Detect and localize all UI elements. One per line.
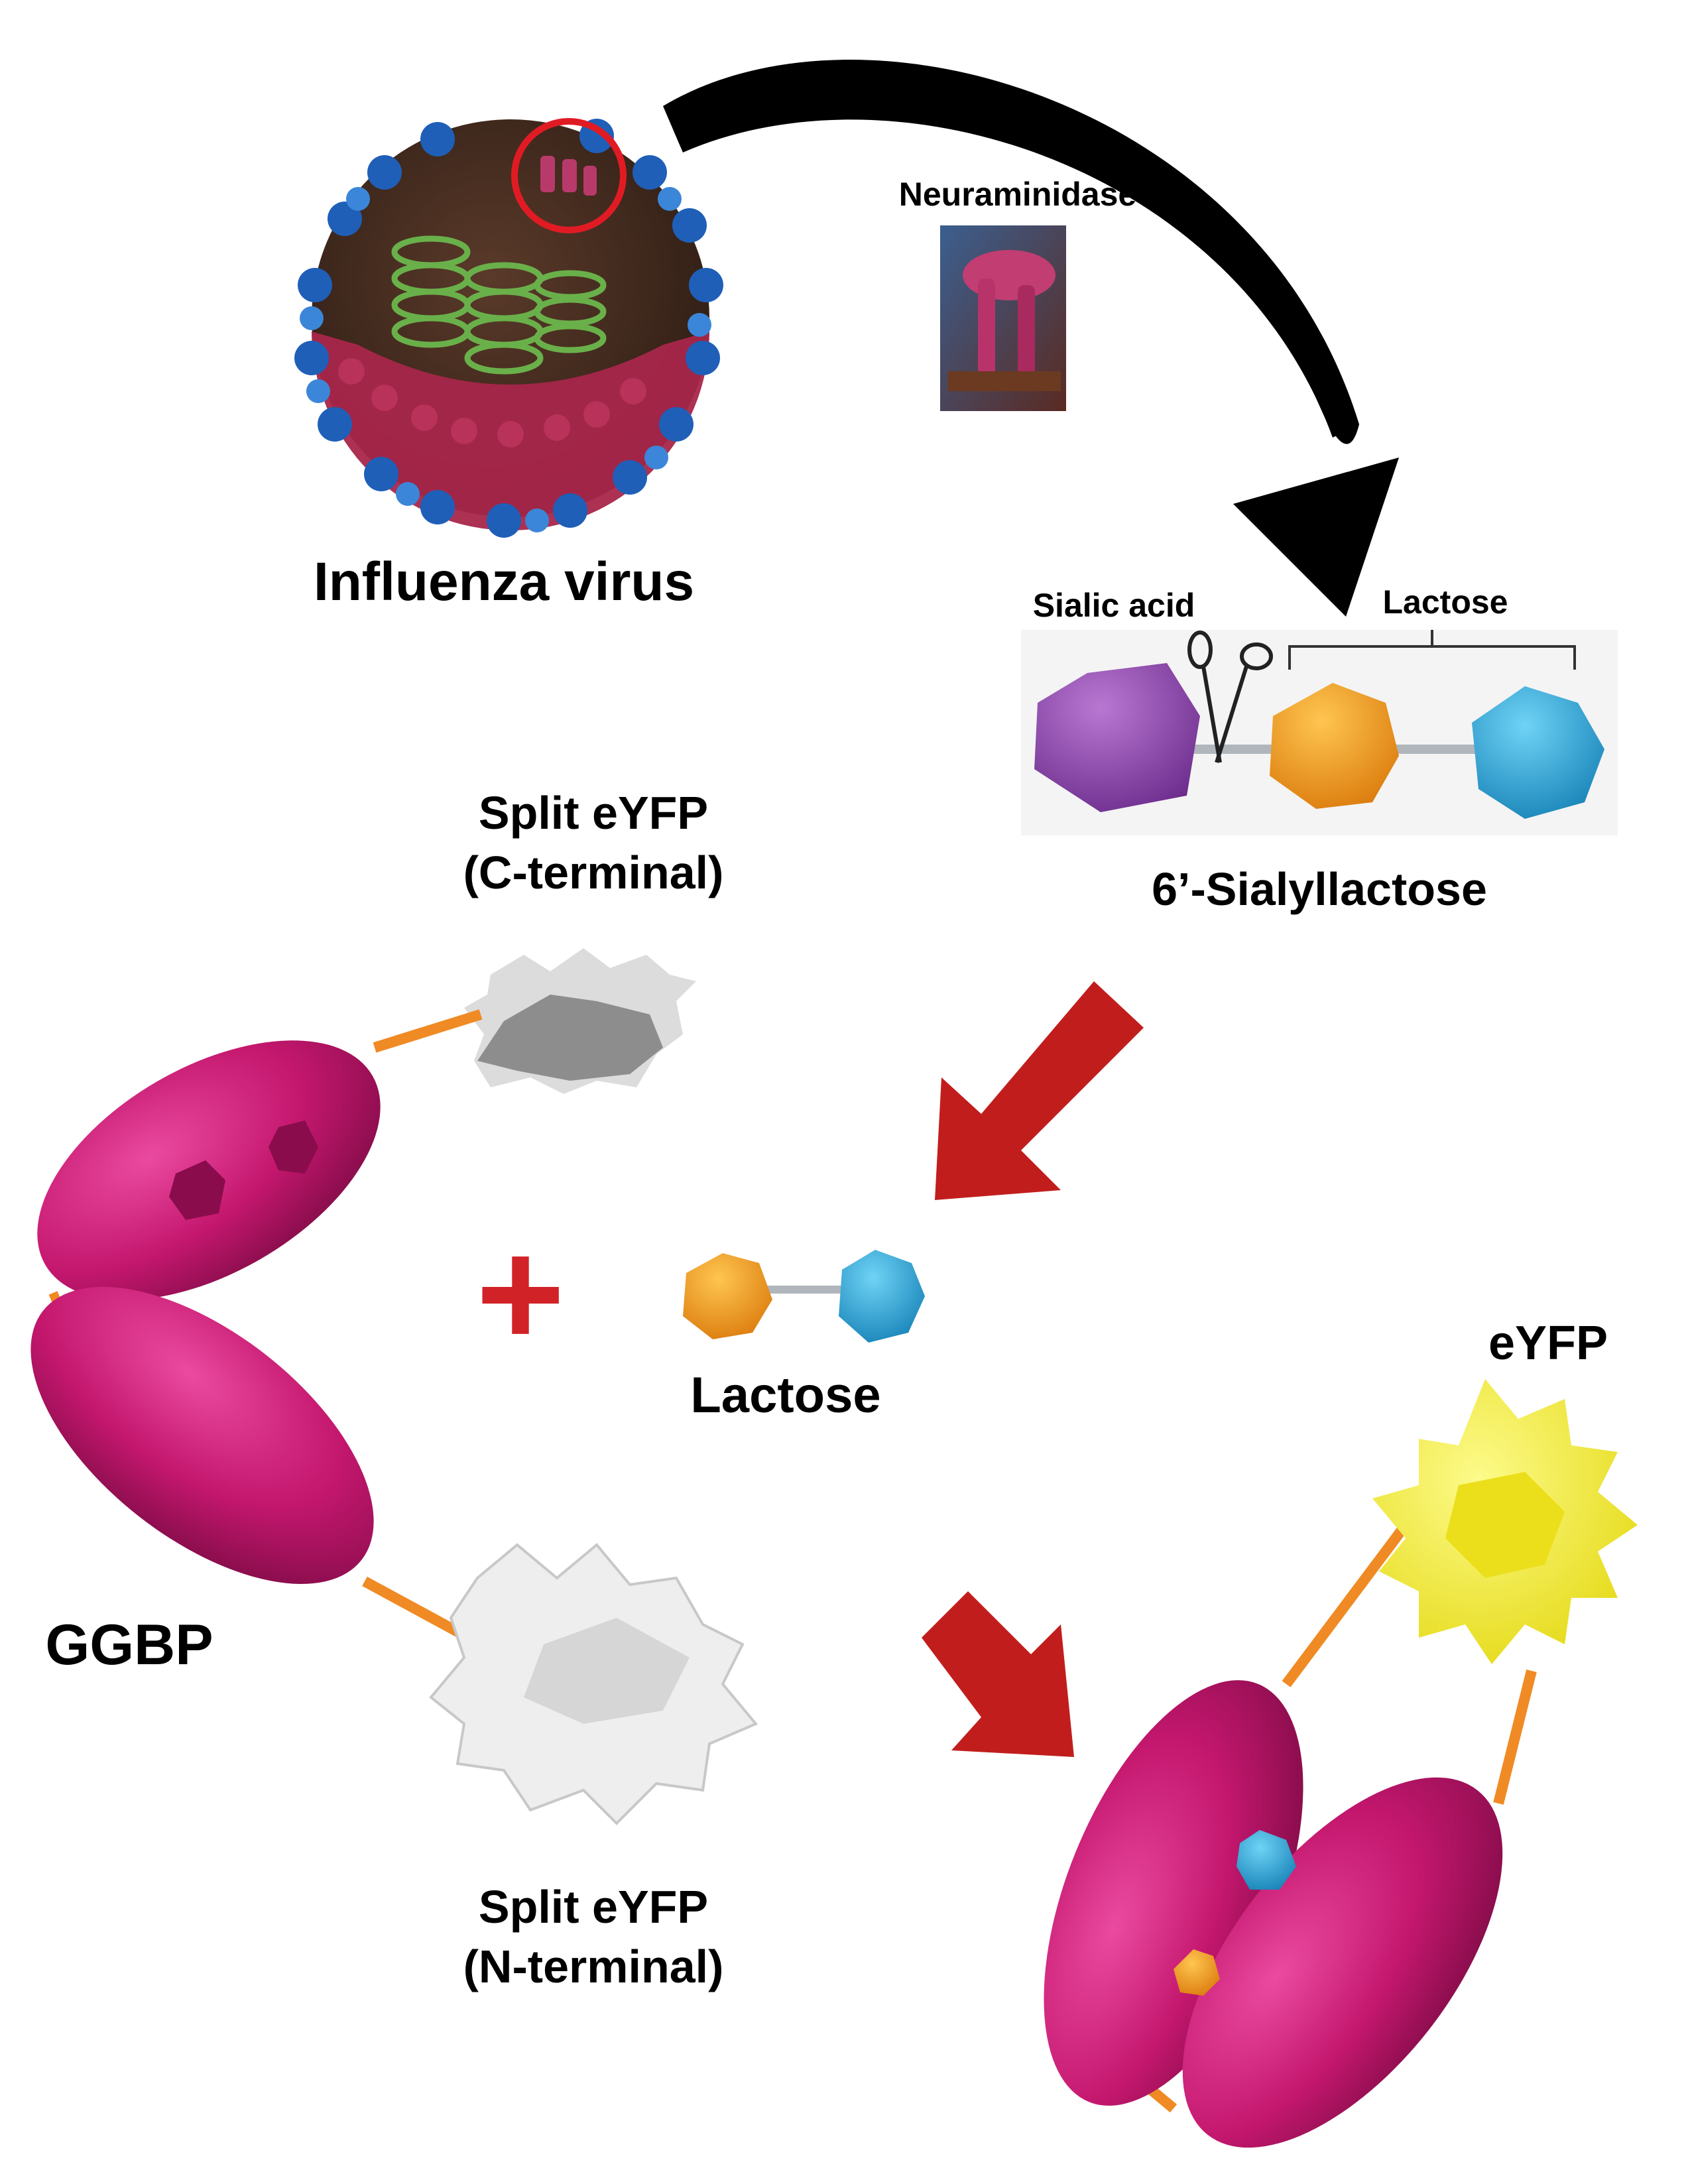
sialyllactose-molecule xyxy=(1021,630,1618,835)
highlight-circle xyxy=(511,118,627,233)
red-arrow-down-left xyxy=(935,981,1144,1200)
label-lactose: Lactose xyxy=(690,1367,880,1424)
curved-black-arrow xyxy=(663,60,1399,617)
ggbp-closed-complex xyxy=(1044,1522,1537,2148)
label-ggbp: GGBP xyxy=(45,1613,213,1677)
label-split-n-line2: (N-terminal) xyxy=(463,1941,724,1992)
galactose-icon xyxy=(683,1253,772,1339)
label-influenza-virus: Influenza virus xyxy=(314,552,694,612)
sialic-acid-icon xyxy=(1034,663,1200,812)
scissors-icon xyxy=(1187,631,1273,763)
eyfp-icon xyxy=(1372,1379,1638,1664)
plus-sign: + xyxy=(476,1208,565,1378)
label-lactose-bracket: Lactose xyxy=(1383,583,1508,621)
label-split-c-line1: Split eYFP xyxy=(479,787,708,839)
lactose-molecule xyxy=(683,1250,925,1343)
label-split-c-line2: (C-terminal) xyxy=(463,847,724,898)
galactose-icon xyxy=(1270,683,1399,809)
label-neuraminidase: Neuraminidase xyxy=(899,176,1136,213)
split-eyfp-c-terminal-icon xyxy=(464,948,696,1094)
glucose-icon xyxy=(1472,686,1604,819)
label-split-n-line1: Split eYFP xyxy=(479,1881,708,1933)
glucose-icon xyxy=(839,1250,925,1343)
red-arrow-down-right xyxy=(922,1591,1074,1757)
galactose-icon xyxy=(1174,1949,1220,1996)
label-sialyllactose: 6’-Sialyllactose xyxy=(1152,863,1487,915)
svg-text:+: + xyxy=(476,1208,565,1378)
neuraminidase-image-icon xyxy=(940,225,1066,411)
glucose-icon xyxy=(1237,1830,1296,1890)
label-sialic-acid: Sialic acid xyxy=(1033,587,1195,624)
ggbp-open-protein xyxy=(30,1009,483,1650)
label-eyfp: eYFP xyxy=(1488,1317,1608,1370)
split-eyfp-n-terminal-icon xyxy=(429,1543,758,1825)
influenza-virus-icon xyxy=(294,118,723,538)
